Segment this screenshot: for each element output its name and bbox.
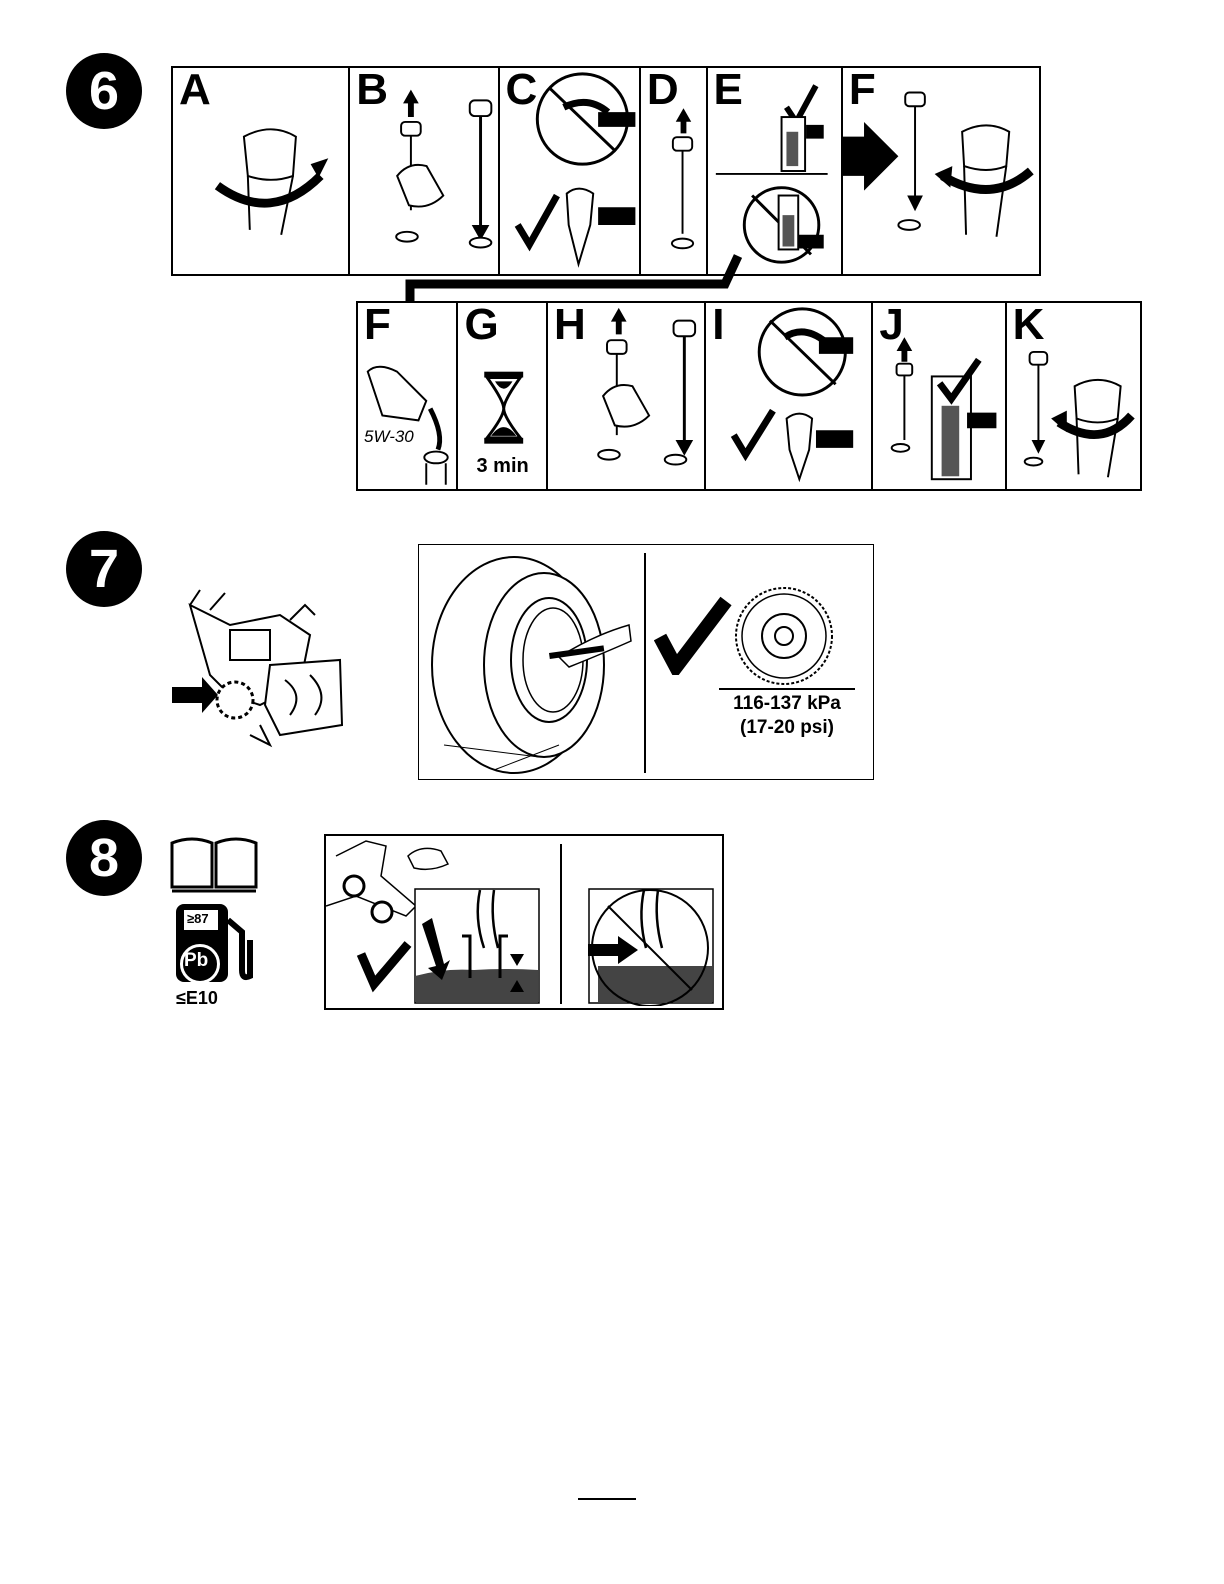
step-number-text: 8	[89, 827, 119, 889]
tire-icon	[419, 545, 645, 779]
check-oil-level-icon	[708, 68, 841, 274]
panel-d: D	[641, 68, 708, 274]
dipstick-cap-icon	[173, 68, 348, 274]
gauge-gear-icon	[729, 581, 839, 691]
tighten-cap-icon	[1007, 303, 1140, 489]
panel-a: A	[173, 68, 350, 274]
oil-grade-label: 5W-30	[364, 427, 414, 447]
step-number-6: 6	[66, 53, 142, 129]
book-icon	[170, 835, 258, 893]
step6-row2: F 5W-30 G 3 min H	[356, 301, 1142, 491]
do-not-screen-in-icon	[500, 68, 639, 274]
fill-level-prohibited-icon	[588, 888, 716, 1006]
panel-h: H	[548, 303, 706, 489]
reinsert-dipstick-icon	[843, 68, 1039, 274]
check-oil-level-icon	[873, 303, 1004, 489]
tire-pressure-box: 116-137 kPa (17-20 psi)	[418, 544, 874, 780]
ethanol-label: ≤E10	[176, 988, 218, 1009]
fuel-fill-box	[324, 834, 724, 1010]
pressure-underline	[719, 688, 855, 690]
do-not-screen-in-icon	[706, 303, 871, 489]
step-number-text: 6	[89, 60, 119, 122]
panel-j: J	[873, 303, 1006, 489]
step-number-7: 7	[66, 531, 142, 607]
step-number-8: 8	[66, 820, 142, 896]
panel-e: E	[708, 68, 843, 274]
octane-label: ≥87	[187, 911, 209, 926]
panel-f: F	[843, 68, 1039, 274]
check-icon	[654, 595, 734, 675]
divider	[644, 553, 646, 773]
panel-c: C	[500, 68, 641, 274]
lead-symbol-label: Pb	[184, 950, 208, 972]
wipe-dipstick-icon	[350, 68, 497, 274]
step-number-text: 7	[89, 538, 119, 600]
panel-i: I	[706, 303, 873, 489]
panel-g: G 3 min	[458, 303, 548, 489]
panel-f-fill: F 5W-30	[358, 303, 458, 489]
pressure-kpa-label: 116-137 kPa	[719, 693, 855, 715]
pour-oil-icon	[358, 303, 456, 489]
panel-b: B	[350, 68, 499, 274]
step6-row1: A B C	[171, 66, 1041, 276]
wait-time-label: 3 min	[476, 455, 528, 478]
panel-k: K	[1007, 303, 1140, 489]
pressure-psi-label: (17-20 psi)	[719, 717, 855, 739]
wipe-dipstick-icon	[548, 303, 704, 489]
divider	[560, 844, 562, 1004]
fill-level-correct-icon	[414, 888, 542, 1006]
snowblower-icon	[170, 585, 350, 750]
remove-dipstick-icon	[641, 68, 706, 274]
fuel-pump-icon: ≥87 Pb	[172, 900, 262, 990]
footer-rule	[578, 1498, 636, 1500]
